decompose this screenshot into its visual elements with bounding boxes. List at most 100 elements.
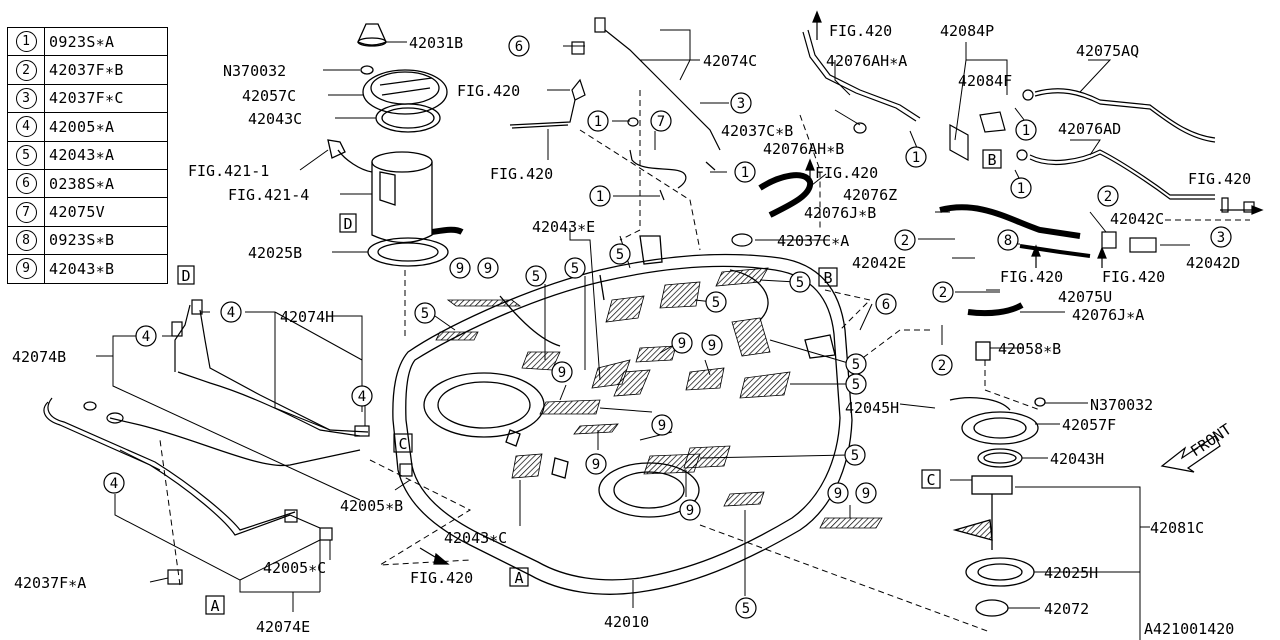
callout-circle [1010, 177, 1032, 199]
fig-reference: FIG.420 [490, 165, 553, 183]
callout-circle [679, 499, 701, 521]
callout-number: 5 [851, 448, 859, 464]
part-label: 42076J∗A [1072, 306, 1144, 324]
callout-number: 9 [484, 261, 492, 277]
part-label: 42076AH∗B [763, 140, 844, 158]
callout-number: 1 [594, 114, 602, 130]
callout-number: 1 [596, 189, 604, 205]
box-label: B [823, 269, 832, 287]
callout-circle [671, 332, 693, 354]
fig-reference: FIG.421-1 [188, 162, 269, 180]
callout-number: 9 [456, 261, 464, 277]
callout-circle [734, 161, 756, 183]
legend-number: 6 [15, 173, 37, 195]
front-label: FRONT [1187, 420, 1235, 460]
hatched-pads [435, 267, 883, 529]
box-label: C [926, 471, 935, 489]
callout-circle [735, 597, 757, 619]
callout-number: 2 [901, 233, 909, 249]
part-label: 42075U [1058, 288, 1112, 306]
legend-code: 42043∗A [44, 140, 168, 170]
part-label: 42057C [242, 87, 296, 105]
box-c-left [393, 433, 413, 453]
callout-number: 5 [742, 601, 750, 617]
callout-circle [931, 354, 953, 376]
part-label: 42072 [1044, 600, 1089, 618]
part-label: 42043∗C [444, 529, 507, 547]
callout-number: 2 [938, 358, 946, 374]
callout-number: 1 [1017, 181, 1025, 197]
callout-number: 5 [852, 357, 860, 373]
callout-circle [589, 185, 611, 207]
legend-number: 7 [15, 201, 37, 223]
fig-reference: FIG.420 [829, 22, 892, 40]
callout-circle [730, 92, 752, 114]
callout-circle [789, 271, 811, 293]
legend-code: 42043∗B [44, 254, 168, 284]
legend-code: 0923S∗B [44, 225, 168, 256]
callout-number: 5 [852, 377, 860, 393]
part-label: 42005∗C [263, 559, 326, 577]
callout-circle [449, 257, 471, 279]
part-label: 42005∗B [340, 497, 403, 515]
callout-number: 5 [421, 306, 429, 322]
legend-code: 42005∗A [44, 112, 168, 142]
callout-number: 9 [834, 486, 842, 502]
callout-number: 5 [616, 247, 624, 263]
callout-circle [701, 334, 723, 356]
callout-circle [650, 110, 672, 132]
callout-circle [585, 453, 607, 475]
part-labels: 42031B N370032 42057C 42043C FIG.421-1 F… [12, 22, 1251, 638]
legend-number: 3 [15, 87, 37, 109]
callout-circle [1097, 185, 1119, 207]
callout-number: 9 [558, 365, 566, 381]
callout-circle [845, 373, 867, 395]
box-b-top [982, 149, 1002, 169]
part-label: 42043C [248, 110, 302, 128]
callout-number: 1 [1022, 123, 1030, 139]
part-label: 42074C [703, 52, 757, 70]
part-label: 42037F∗A [14, 574, 86, 592]
callout-number: 9 [686, 503, 694, 519]
callout-number: 4 [110, 476, 118, 492]
callout-number: 4 [142, 329, 150, 345]
part-label: 42074B [12, 348, 66, 366]
part-label: N370032 [223, 62, 286, 80]
box-a-left [205, 595, 225, 615]
callout-circle [905, 146, 927, 168]
callout-number: 5 [712, 295, 720, 311]
part-label: 42042C [1110, 210, 1164, 228]
box-b-tank [818, 267, 838, 287]
part-label: 42043∗E [532, 218, 595, 236]
callout-circle [997, 229, 1019, 251]
callout-circle [1210, 226, 1232, 248]
legend-code: 42075V [44, 197, 168, 227]
callout-number: 1 [741, 165, 749, 181]
part-label: 42031B [409, 34, 463, 52]
callout-circle [1015, 119, 1037, 141]
callout-number: 2 [939, 285, 947, 301]
callout-number: 9 [592, 457, 600, 473]
part-label: 42025B [248, 244, 302, 262]
fuel-sender-assembly [949, 341, 1046, 617]
box-label: D [343, 215, 352, 233]
callout-number: 3 [737, 96, 745, 112]
part-label: 42025H [1044, 564, 1098, 582]
legend-number: 2 [15, 59, 37, 81]
callout-number: 4 [358, 389, 366, 405]
callout-circle [705, 291, 727, 313]
part-label: 42042D [1186, 254, 1240, 272]
callout-circle [855, 482, 877, 504]
part-label: 42058∗B [998, 340, 1061, 358]
callout-number: 9 [862, 486, 870, 502]
callout-circle [135, 325, 157, 347]
box-label: A [514, 569, 523, 587]
diagram-reference-number: A421001420 [1144, 620, 1234, 638]
part-label: 42045H [845, 399, 899, 417]
